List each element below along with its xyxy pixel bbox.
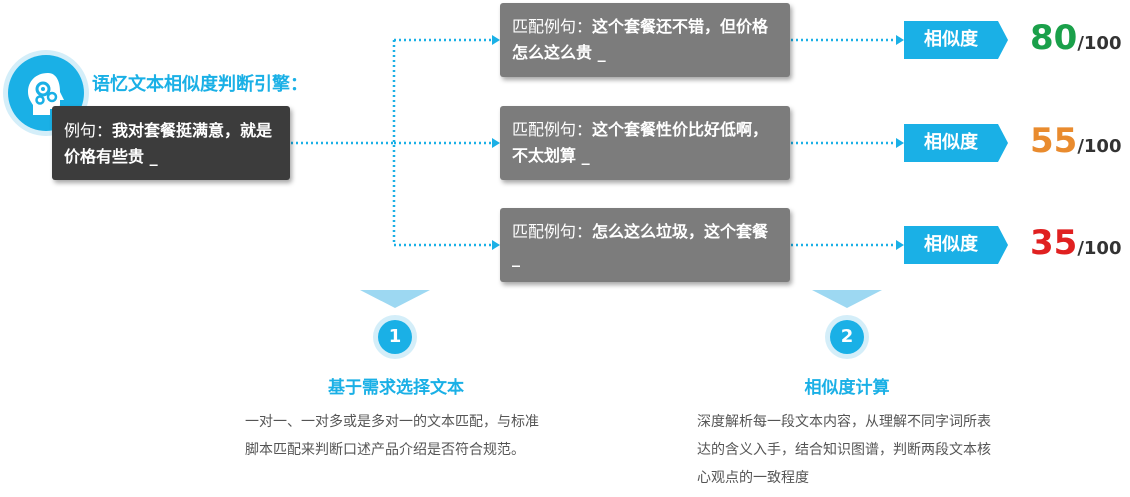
arrowhead-6 [896, 240, 904, 250]
match-prefix: 匹配例句： [512, 222, 593, 241]
match-sentence-box-1: 匹配例句：这个套餐还不错，但价格怎么这么贵 _ [500, 3, 790, 77]
arrowhead-1 [492, 35, 500, 45]
score-2: 55/100 [1030, 121, 1121, 161]
score-denominator: /100 [1077, 136, 1122, 157]
arrowhead-4 [896, 35, 904, 45]
down-arrow-1 [360, 290, 430, 308]
source-prefix: 例句： [64, 121, 113, 140]
match-text: 这个套餐还不错，但价格怎么这么贵 _ [512, 17, 769, 62]
arrowhead-5 [896, 138, 904, 148]
match-sentence-box-3: 匹配例句：怎么这么垃圾，这个套餐 _ [500, 208, 790, 282]
step-description-1: 一对一、一对多或是多对一的文本匹配，与标准脚本匹配来判断口述产品介绍是否符合规范… [245, 414, 539, 458]
step-title-1: 基于需求选择文本 [328, 378, 464, 398]
arrowhead-2 [492, 138, 500, 148]
similarity-tag-1: 相似度 [904, 21, 1008, 59]
engine-title: 语忆文本相似度判断引擎： [92, 74, 308, 95]
score-denominator: /100 [1077, 33, 1122, 54]
similarity-tag-2: 相似度 [904, 124, 1008, 162]
similarity-label: 相似度 [924, 234, 978, 255]
step-title-2: 相似度计算 [804, 378, 890, 398]
score-value: 55 [1030, 121, 1078, 161]
score-denominator: /100 [1077, 238, 1122, 259]
similarity-tag-3: 相似度 [904, 226, 1008, 264]
match-text: 怎么这么垃圾，这个套餐 _ [512, 222, 769, 267]
score-3: 35/100 [1030, 223, 1121, 263]
match-text: 这个套餐性价比好低啊，不太划算 _ [512, 120, 769, 165]
match-sentence-box-2: 匹配例句：这个套餐性价比好低啊，不太划算 _ [500, 106, 790, 180]
score-value: 80 [1030, 18, 1078, 58]
down-arrow-2 [812, 290, 882, 308]
arrowhead-3 [492, 240, 500, 250]
similarity-label: 相似度 [924, 29, 978, 50]
step-number-1: 1 [378, 320, 412, 354]
step-number-2: 2 [830, 320, 864, 354]
similarity-label: 相似度 [924, 132, 978, 153]
step-description-2: 深度解析每一段文本内容，从理解不同字词所表达的含义入手，结合知识图谱，判断两段文… [697, 414, 991, 486]
score-value: 35 [1030, 223, 1078, 263]
match-prefix: 匹配例句： [512, 120, 593, 139]
source-sentence-box: 例句：我对套餐挺满意，就是价格有些贵 _ [52, 106, 290, 180]
score-1: 80/100 [1030, 18, 1121, 58]
match-prefix: 匹配例句： [512, 17, 593, 36]
source-text: 我对套餐挺满意，就是价格有些贵 _ [64, 121, 273, 166]
